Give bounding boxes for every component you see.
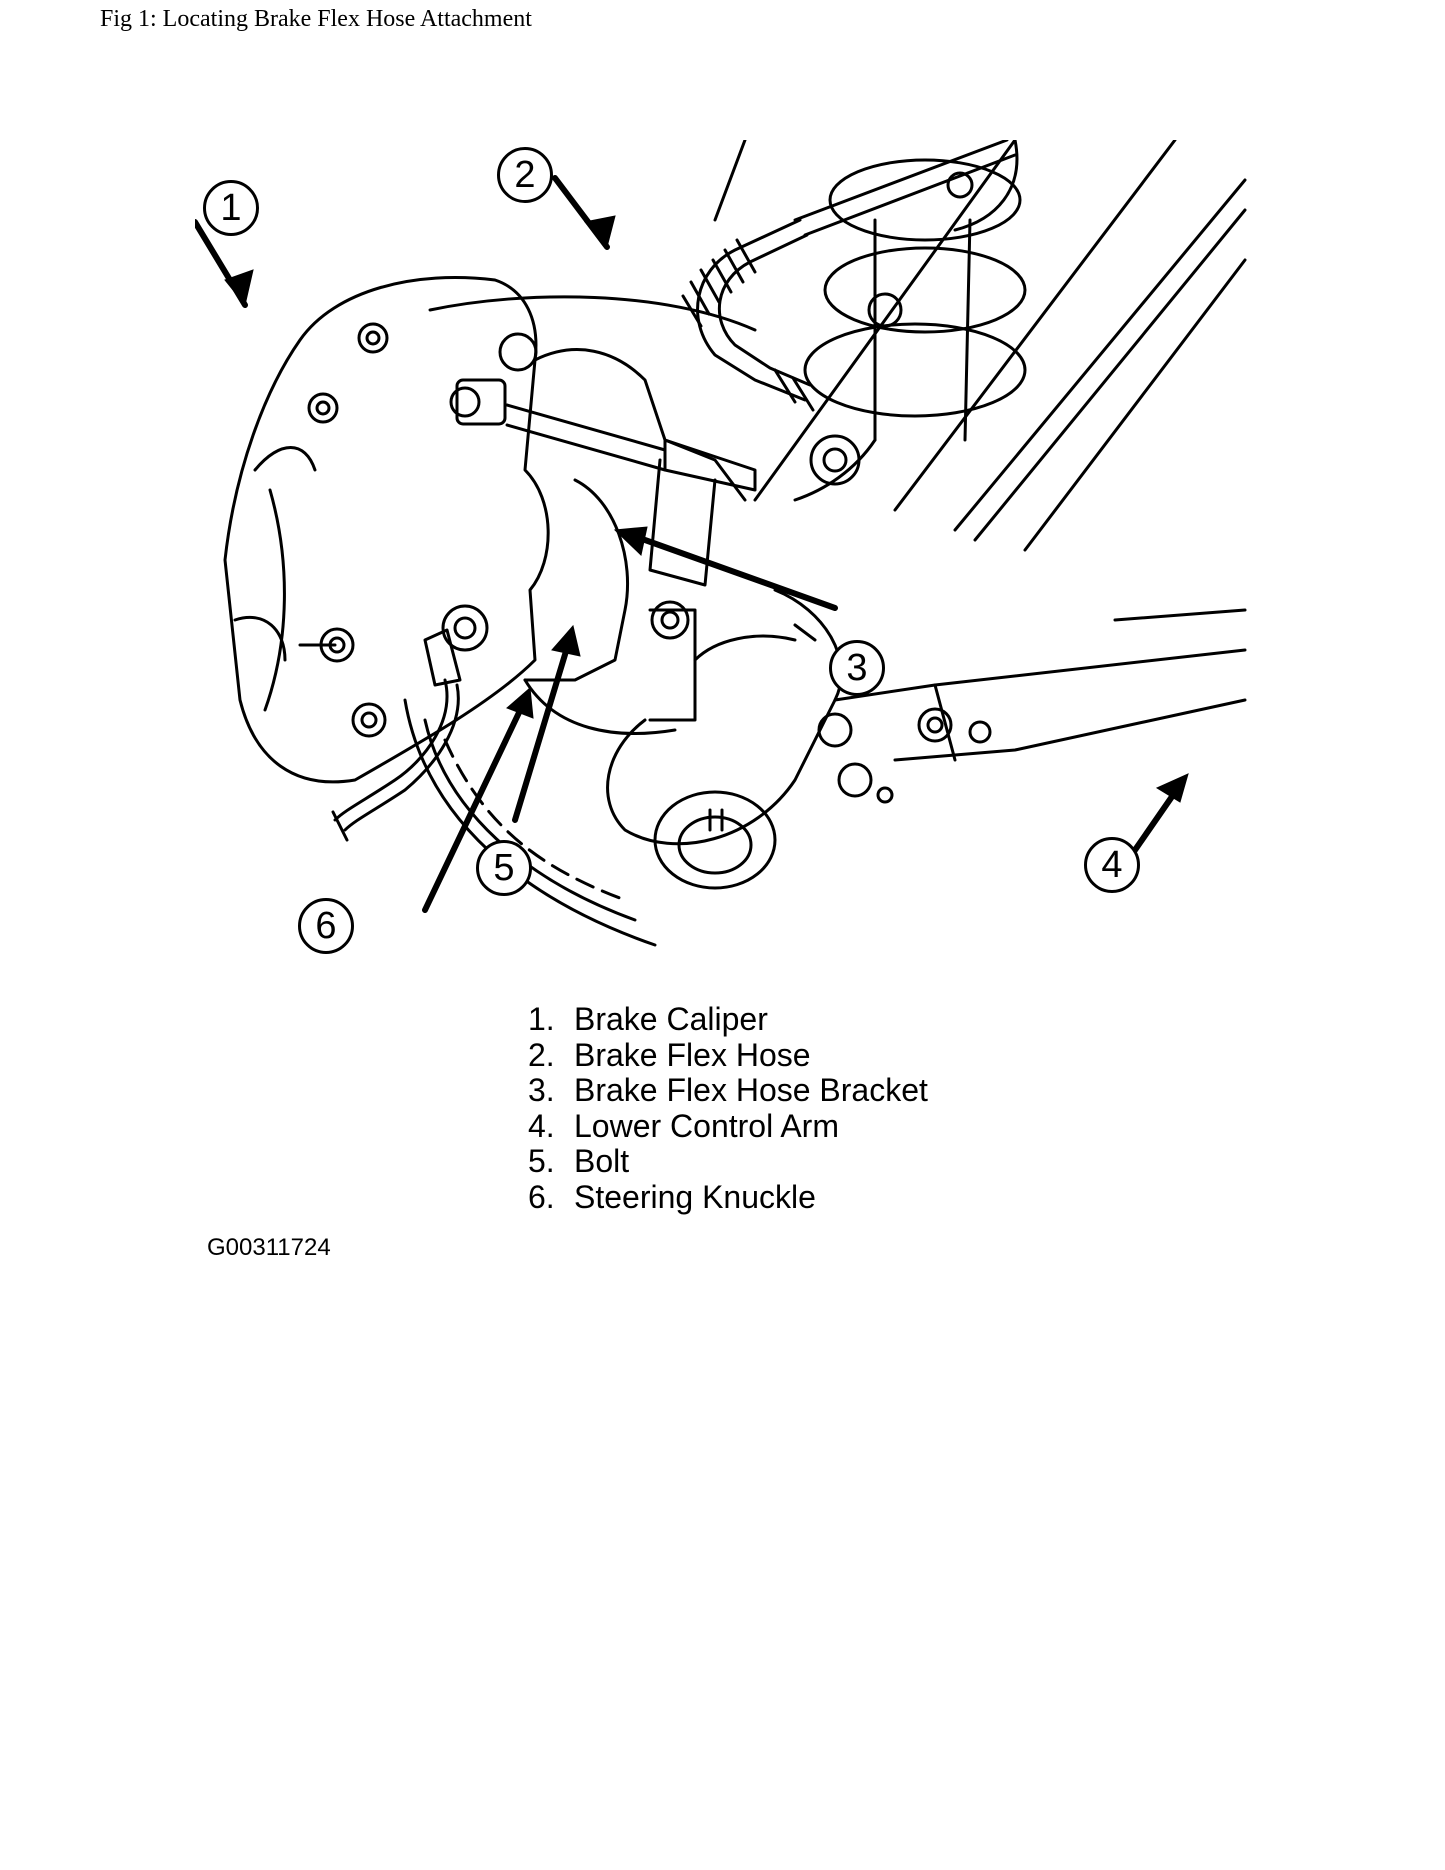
legend-item: 3. Brake Flex Hose Bracket	[528, 1072, 928, 1109]
legend-number: 5.	[528, 1143, 555, 1179]
parts-legend: 1. Brake Caliper 2. Brake Flex Hose 3. Brak…	[528, 1001, 928, 1216]
frame-rail-drawing	[753, 140, 1247, 552]
figure-title: Fig 1: Locating Brake Flex Hose Attachme…	[100, 6, 532, 32]
legend-label: Brake Flex Hose Bracket	[574, 1072, 928, 1108]
legend-item: 2. Brake Flex Hose	[528, 1036, 928, 1074]
brake-caliper-drawing	[223, 276, 550, 842]
coil-spring-drawing	[713, 140, 1027, 502]
legend-item: 5. Bolt	[528, 1143, 928, 1180]
callout-5: 5	[476, 840, 532, 896]
legend-number: 1.	[528, 1001, 555, 1037]
callout-3: 3	[829, 640, 885, 696]
brake-rotor	[403, 295, 757, 947]
callout-1: 1	[203, 180, 259, 236]
legend-item: 4. Lower Control Arm	[528, 1107, 928, 1145]
legend-label: Brake Caliper	[574, 1001, 768, 1037]
callout-6: 6	[298, 898, 354, 954]
legend-label: Lower Control Arm	[574, 1107, 839, 1144]
lower-control-arm-drawing	[606, 588, 1247, 890]
legend-item: 6. Steering Knuckle	[528, 1178, 928, 1216]
legend-number: 3.	[528, 1072, 555, 1108]
brake-assembly-illustration	[195, 140, 1247, 947]
legend-label: Brake Flex Hose	[574, 1036, 811, 1073]
callout-4: 4	[1084, 837, 1140, 893]
figure-code: G00311724	[207, 1234, 331, 1261]
legend-number: 2.	[528, 1036, 555, 1073]
callout-2: 2	[497, 147, 553, 203]
steering-knuckle-drawing	[441, 332, 797, 735]
legend-label: Steering Knuckle	[574, 1178, 816, 1215]
legend-number: 4.	[528, 1107, 555, 1144]
legend-item: 1. Brake Caliper	[528, 1001, 928, 1038]
legend-label: Bolt	[574, 1143, 630, 1179]
legend-number: 6.	[528, 1178, 555, 1215]
